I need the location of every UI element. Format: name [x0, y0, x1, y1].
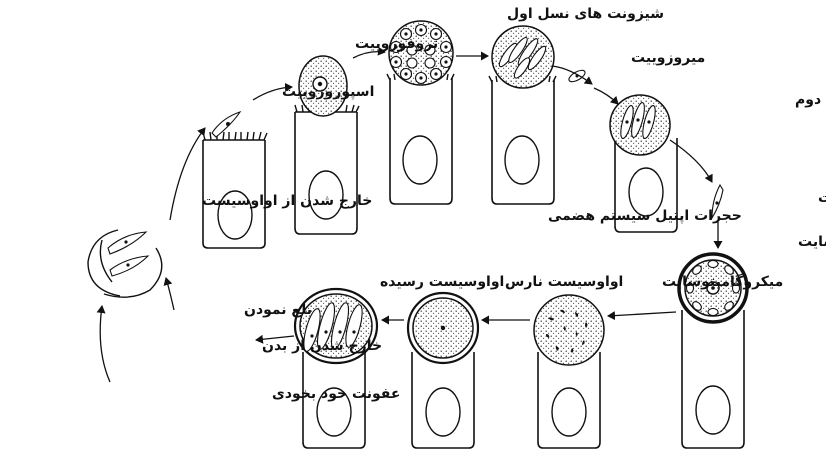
arrow-trophozoite-to-schizont [353, 52, 385, 58]
label-excretion: خارج شدن از بدن [262, 338, 382, 354]
epithelial-cell-2 [295, 105, 359, 234]
epithelial-cell-8 [412, 352, 474, 448]
second-gen-schizont-icon [610, 95, 670, 155]
label-sporozoite: اسپوروزوییت [282, 84, 374, 100]
label-microgametocyte: میکروگامیتوسایت [662, 273, 783, 290]
label-merozoite-right: میروزوییت [818, 190, 826, 206]
epithelial-cell-4 [489, 76, 556, 204]
excystation-icon [88, 230, 162, 297]
epithelial-cell-6 [682, 310, 744, 448]
label-ingestion: بلع نمودن [244, 302, 312, 318]
label-excystation: خارج شدن از اواوسیست [202, 193, 372, 209]
label-merozoite-top: میروزوییت [631, 50, 705, 66]
label-first-gen-schizonts: شیزونت های نسل اول [507, 6, 664, 22]
label-trophozoite: تروفوزوییت [355, 36, 438, 52]
label-mature-oocyst: اواوسیست رسیده [380, 274, 504, 290]
arrow-macro-to-micro [608, 312, 676, 316]
arrow-sporulation-to-excystation [100, 306, 110, 382]
epithelial-cell-3 [387, 74, 454, 204]
epithelial-cell-1 [203, 132, 267, 248]
microgametocyte-icon [534, 295, 604, 365]
epithelial-cell-7 [538, 352, 600, 448]
label-epithelial-cells: حجرات اپتیل سیستم هضمی [548, 208, 742, 224]
label-immature-oocyst: اواوسیست نارس [505, 274, 623, 290]
oocyst-icon [408, 293, 478, 363]
schizont-merozoites-icon [492, 26, 554, 88]
label-macrogametocyte: ماکروگامیتوسایت [798, 233, 826, 250]
arrow-merozoite-to-second-gen [594, 88, 618, 104]
schizont-icon [389, 21, 453, 85]
label-second-gen-schizont: شیزونت نسل دوم [795, 92, 826, 108]
arrow-excystation-to-sporozoite [170, 128, 205, 220]
arrow-ingestion-to-excystation [166, 278, 174, 310]
label-sporulation: عفونت خود بخودی [272, 386, 400, 402]
